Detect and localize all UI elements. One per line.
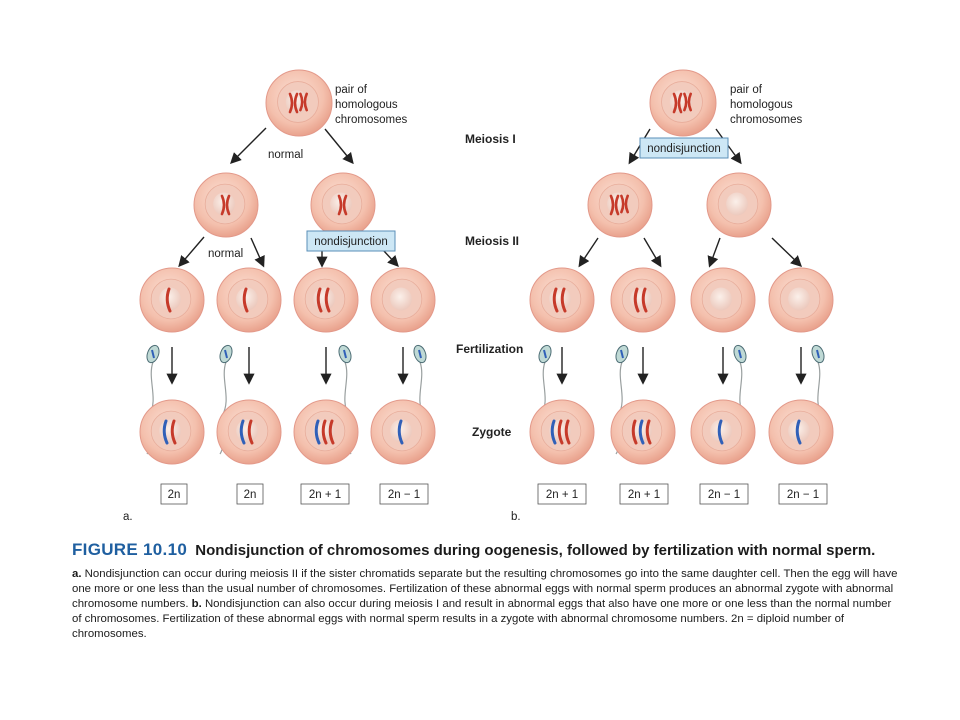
figure-number: FIGURE 10.10 <box>72 540 188 559</box>
panel-a-zygote-3 <box>293 399 359 465</box>
panel-b-arrow-m2-3 <box>707 237 721 268</box>
svg-text:2n − 1: 2n − 1 <box>787 489 819 501</box>
panel-b-zygote-1 <box>529 399 595 465</box>
panel-b-letter: b. <box>511 511 521 523</box>
figure-title: Nondisjunction of chromosomes during oog… <box>195 542 876 559</box>
caption-a-text: Nondisjunction can occur during meiosis … <box>72 568 898 610</box>
panel-a-normal-label-2: normal <box>208 248 243 260</box>
arrows-layer <box>166 127 807 385</box>
svg-text:2n + 1: 2n + 1 <box>309 489 341 501</box>
cells-layer <box>139 69 834 465</box>
panel-b-egg-3 <box>690 267 756 333</box>
panel-b-arrow-m2-4 <box>771 237 803 267</box>
panel-a-egg-3 <box>293 267 359 333</box>
panel-a-zygote-label-4: 2n − 1 <box>379 483 429 505</box>
svg-text:2n: 2n <box>168 489 181 501</box>
panel-a-zygote-label-1: 2n <box>160 483 188 505</box>
panel-a-zygote-2 <box>216 399 282 465</box>
panel-a-pair-label-line1: pair of <box>335 84 368 96</box>
panel-b-m1-cell-right <box>706 172 772 238</box>
panel-b-nondisjunction-box <box>639 137 729 159</box>
panel-b-zygote-3 <box>690 399 756 465</box>
panel-a-pair-label-line3: chromosomes <box>335 114 407 126</box>
panel-b-pair-label-line3: chromosomes <box>730 114 802 126</box>
panel-a-zygote-4 <box>370 399 436 465</box>
panel-a-normal-label-1: normal <box>268 149 303 161</box>
panel-a-nondisjunction-label: nondisjunction <box>314 236 388 248</box>
panel-b-zygote-label-4: 2n − 1 <box>778 483 828 505</box>
panel-b-pair-label-line2: homologous <box>730 99 793 111</box>
panel-a-zygote-label-3: 2n + 1 <box>300 483 350 505</box>
panel-a-m1-cell-left <box>193 172 259 238</box>
panel-a-zygote-1 <box>139 399 205 465</box>
svg-text:2n − 1: 2n − 1 <box>388 489 420 501</box>
panel-b-parent-cell <box>649 69 717 137</box>
panel-a-parent-cell <box>265 69 333 137</box>
caption-b-text: Nondisjunction can also occur during mei… <box>72 598 892 640</box>
panel-a-egg-1 <box>139 267 205 333</box>
panel-a-m1-cell-right <box>310 172 376 238</box>
panel-a-egg-2 <box>216 267 282 333</box>
panel-a-arrow-m1-right <box>324 128 354 165</box>
panel-a-arrow-m2-1 <box>178 236 205 268</box>
svg-text:2n + 1: 2n + 1 <box>546 489 578 501</box>
panel-b-zygote-label-2: 2n + 1 <box>619 483 669 505</box>
panel-a-arrow-m2-2 <box>250 237 265 268</box>
svg-text:2n − 1: 2n − 1 <box>708 489 740 501</box>
panel-a-pair-label-line2: homologous <box>335 99 398 111</box>
caption-title: FIGURE 10.10 Nondisjunction of chromosom… <box>72 540 875 560</box>
panel-a-arrow-m2-4 <box>382 249 399 268</box>
panel-b-m1-cell-left <box>587 172 653 238</box>
panel-b-egg-2 <box>610 267 676 333</box>
stage-label-meiosis-1: Meiosis I <box>465 132 516 146</box>
caption-body: a. Nondisjunction can occur during meios… <box>72 567 902 642</box>
panel-b-arrow-m2-2 <box>643 237 662 268</box>
panel-a-zygote-label-2: 2n <box>236 483 264 505</box>
panel-a-egg-4 <box>370 267 436 333</box>
panel-a-nondisjunction-box <box>306 230 396 252</box>
caption-b-letter: b. <box>191 598 202 610</box>
panel-b-pair-label-line1: pair of <box>730 84 763 96</box>
caption-a-letter: a. <box>72 568 82 580</box>
stage-label-fertilization: Fertilization <box>456 342 523 356</box>
panel-a-letter: a. <box>123 511 133 523</box>
panel-a-arrow-m1-left <box>230 127 267 164</box>
svg-text:2n + 1: 2n + 1 <box>628 489 660 501</box>
panel-b-zygote-label-3: 2n − 1 <box>699 483 749 505</box>
panel-b-zygote-label-1: 2n + 1 <box>537 483 587 505</box>
stage-label-meiosis-2: Meiosis II <box>465 234 519 248</box>
svg-text:2n: 2n <box>244 489 257 501</box>
stage-label-zygote: Zygote <box>472 425 512 439</box>
panel-b-zygote-2 <box>610 399 676 465</box>
panel-b-nondisjunction-label: nondisjunction <box>647 143 721 155</box>
panel-b-zygote-4 <box>768 399 834 465</box>
panel-b-arrow-m2-1 <box>578 237 599 268</box>
panel-b-egg-4 <box>768 267 834 333</box>
panel-b-egg-1 <box>529 267 595 333</box>
